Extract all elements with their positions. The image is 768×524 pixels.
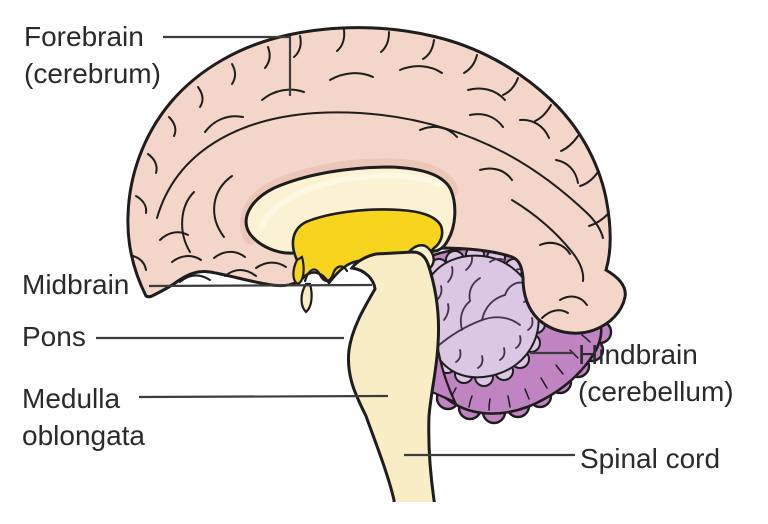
- label-spinal-cord: Spinal cord: [580, 440, 720, 477]
- cerebrum-gyri-lines: [132, 29, 609, 319]
- brainstem-spinal-cord-shape: [346, 250, 440, 514]
- label-hindbrain-line1: Hindbrain: [578, 339, 698, 370]
- label-pons: Pons: [22, 318, 86, 355]
- leader-lines: [96, 35, 575, 457]
- label-spinal-cord-text: Spinal cord: [580, 443, 721, 474]
- label-medulla-line1: Medulla: [22, 383, 121, 414]
- label-hindbrain-line2: (cerebellum): [578, 376, 734, 407]
- label-medulla-line2: oblongata: [22, 420, 146, 451]
- label-midbrain-text: Midbrain: [22, 269, 130, 300]
- leader-line-midbrain: [148, 283, 373, 288]
- label-midbrain: Midbrain: [22, 266, 129, 303]
- label-pons-text: Pons: [22, 321, 86, 352]
- pituitary-droplet: [300, 282, 313, 314]
- label-forebrain-line2: (cerebrum): [24, 58, 161, 89]
- infundibulum-wave: [303, 265, 349, 283]
- label-hindbrain: Hindbrain (cerebellum): [578, 336, 734, 410]
- leader-line-forebrain: [163, 35, 292, 96]
- label-forebrain: Forebrain (cerebrum): [24, 18, 161, 92]
- label-forebrain-line1: Forebrain: [24, 21, 144, 52]
- label-medulla: Medulla oblongata: [22, 380, 145, 454]
- corpus-callosum-sheen: [259, 172, 443, 229]
- spinal-cord-cut: [378, 502, 448, 524]
- leader-line-medulla: [138, 394, 389, 399]
- hypothalamus-drip: [292, 255, 305, 286]
